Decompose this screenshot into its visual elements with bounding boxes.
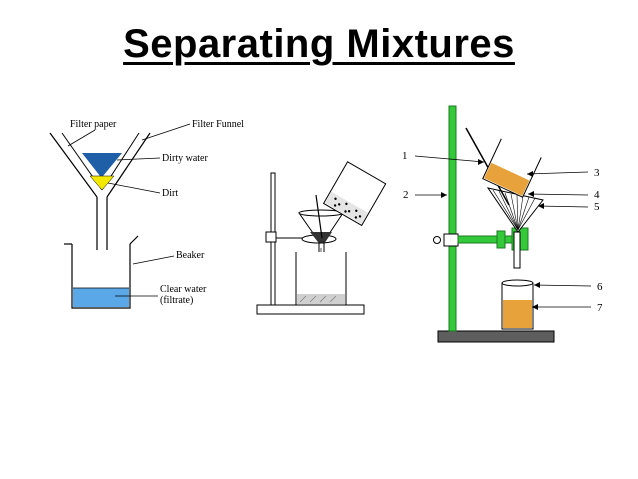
right-numbered-diagram: 1 2 3 4 5 6 7 — [402, 105, 603, 343]
number-6: 6 — [597, 281, 603, 293]
filter-funnel — [49, 132, 151, 250]
glass-rod — [315, 194, 323, 239]
pouring-beaker — [322, 161, 387, 227]
right-stand-rod — [448, 105, 457, 332]
label-beaker: Beaker — [176, 250, 205, 261]
number-3: 3 — [594, 167, 600, 179]
number-2: 2 — [403, 189, 409, 201]
left-filtration-diagram: Filter paper Filter Funnel Dirty water D… — [49, 119, 244, 309]
right-glass-rod — [465, 127, 510, 206]
right-receiving-beaker — [501, 279, 534, 330]
number-4: 4 — [594, 189, 600, 201]
beaker — [64, 235, 139, 309]
fluted-filter-paper — [486, 187, 544, 233]
label-filter-funnel: Filter Funnel — [192, 119, 244, 130]
label-filtrate: (filtrate) — [160, 295, 193, 306]
label-filter-paper: Filter paper — [70, 119, 117, 130]
page-title: Separating Mixtures — [123, 22, 515, 66]
middle-filtration-diagram — [256, 161, 387, 315]
label-clear-water: Clear water — [160, 284, 207, 295]
label-dirty-water: Dirty water — [162, 153, 208, 164]
dirty-water — [82, 153, 122, 176]
number-5: 5 — [594, 201, 600, 213]
stand-base — [256, 304, 365, 315]
number-7: 7 — [597, 302, 603, 314]
dirt — [89, 175, 115, 191]
right-pouring-beaker — [482, 138, 542, 198]
label-dirt: Dirt — [162, 188, 178, 199]
clear-water — [73, 288, 129, 307]
right-stand-base — [437, 330, 555, 343]
middle-beaker — [295, 252, 347, 306]
number-1: 1 — [402, 150, 408, 162]
